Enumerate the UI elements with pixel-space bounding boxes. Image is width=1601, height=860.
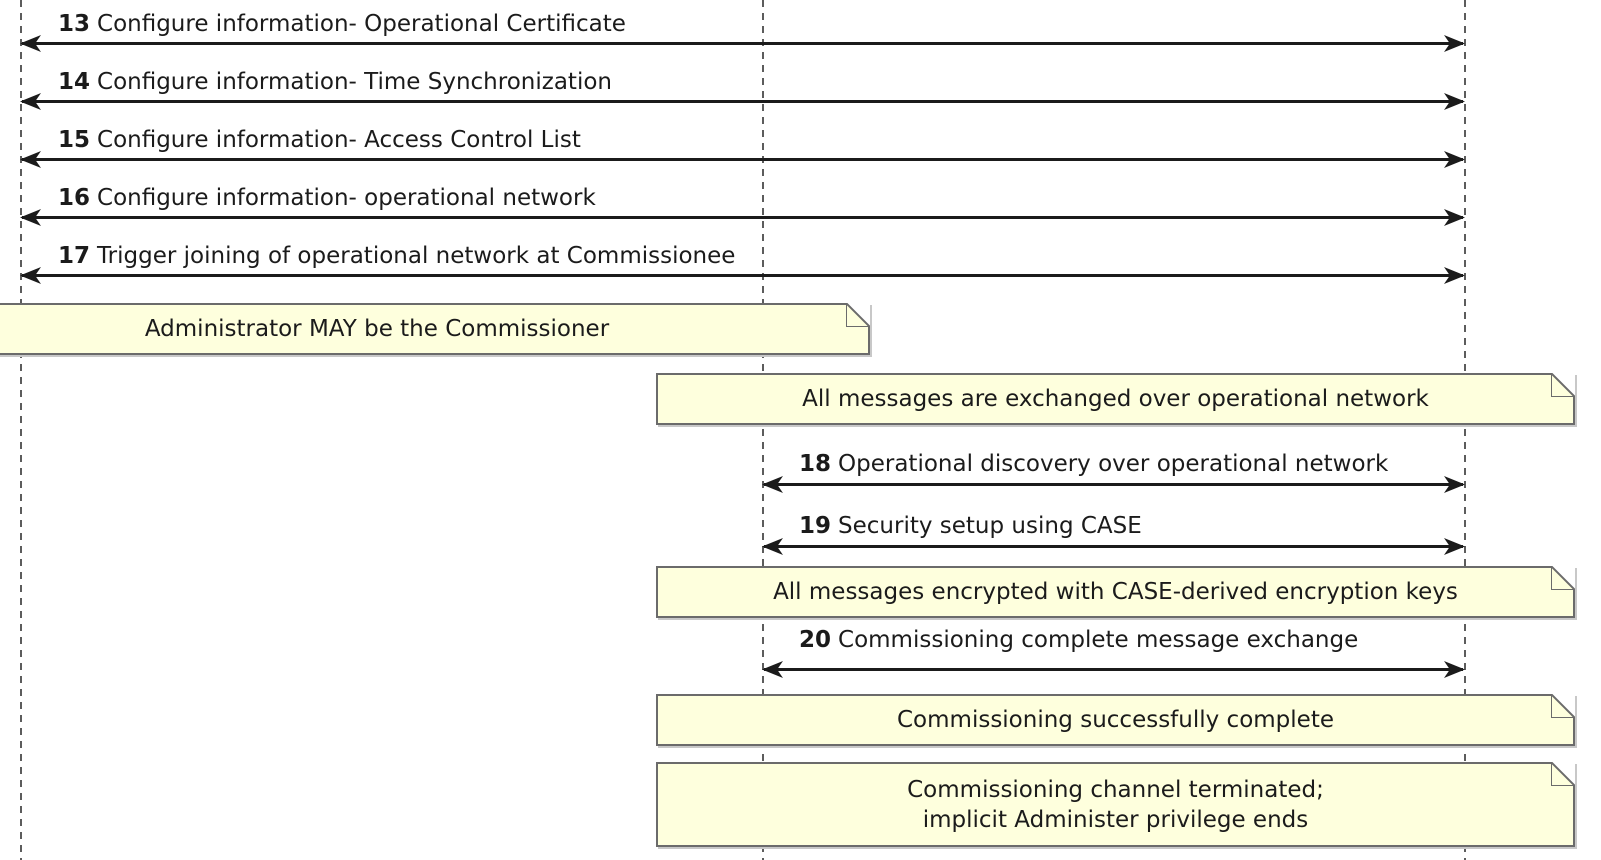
message-arrow-15: [20, 151, 1465, 168]
note-fold-icon: [1551, 566, 1575, 590]
message-arrow-20: [762, 661, 1465, 678]
note-text: All messages are exchanged over operatio…: [802, 386, 1429, 412]
message-text: Configure information- Access Control Li…: [97, 127, 581, 153]
message-text: Trigger joining of operational network a…: [97, 243, 736, 269]
message-text: Configure information- Time Synchronizat…: [97, 69, 612, 95]
message-arrow-13: [20, 35, 1465, 52]
note-fold-icon: [1551, 373, 1575, 397]
note-administrator: Administrator MAY be the Commissioner: [0, 303, 870, 355]
note-text: Commissioning successfully complete: [897, 707, 1334, 733]
arrow-line: [22, 100, 1463, 103]
message-arrow-17: [20, 267, 1465, 284]
message-number: 13: [58, 11, 91, 37]
message-arrow-18: [762, 476, 1465, 493]
note-fold-icon: [846, 303, 870, 327]
note-text-line: implicit Administer privilege ends: [922, 806, 1309, 833]
note-complete: Commissioning successfully complete: [656, 694, 1575, 746]
message-number: 15: [58, 127, 91, 153]
message-text: Configure information- Operational Certi…: [97, 11, 626, 37]
arrow-line: [764, 483, 1463, 486]
lifeline-left: [20, 0, 22, 860]
message-arrow-16: [20, 209, 1465, 226]
arrow-line: [22, 42, 1463, 45]
arrow-line: [22, 158, 1463, 161]
note-text: All messages encrypted with CASE-derived…: [773, 579, 1458, 605]
lifeline-right: [1464, 0, 1466, 860]
note-text: Commissioning channel terminated; implic…: [658, 764, 1573, 845]
message-number: 20: [799, 627, 832, 653]
note-terminated: Commissioning channel terminated; implic…: [656, 762, 1575, 847]
note-exchange: All messages are exchanged over operatio…: [656, 373, 1575, 425]
arrow-line: [764, 545, 1463, 548]
message-text: Security setup using CASE: [838, 513, 1142, 539]
note-text: Administrator MAY be the Commissioner: [144, 316, 610, 342]
message-number: 14: [58, 69, 91, 95]
arrow-line: [764, 668, 1463, 671]
note-text-line: Commissioning channel terminated;: [907, 776, 1324, 803]
note-encrypted: All messages encrypted with CASE-derived…: [656, 566, 1575, 618]
arrow-line: [22, 216, 1463, 219]
message-number: 16: [58, 185, 91, 211]
message-number: 18: [799, 451, 832, 477]
message-arrow-14: [20, 93, 1465, 110]
arrow-line: [22, 274, 1463, 277]
note-fold-icon: [1551, 762, 1575, 786]
lifeline-middle: [762, 0, 764, 860]
note-fold-icon: [1551, 694, 1575, 718]
message-number: 17: [58, 243, 91, 269]
message-text: Operational discovery over operational n…: [838, 451, 1389, 477]
message-number: 19: [799, 513, 832, 539]
message-text: Commissioning complete message exchange: [838, 627, 1359, 653]
message-arrow-19: [762, 538, 1465, 555]
message-text: Configure information- operational netwo…: [97, 185, 596, 211]
